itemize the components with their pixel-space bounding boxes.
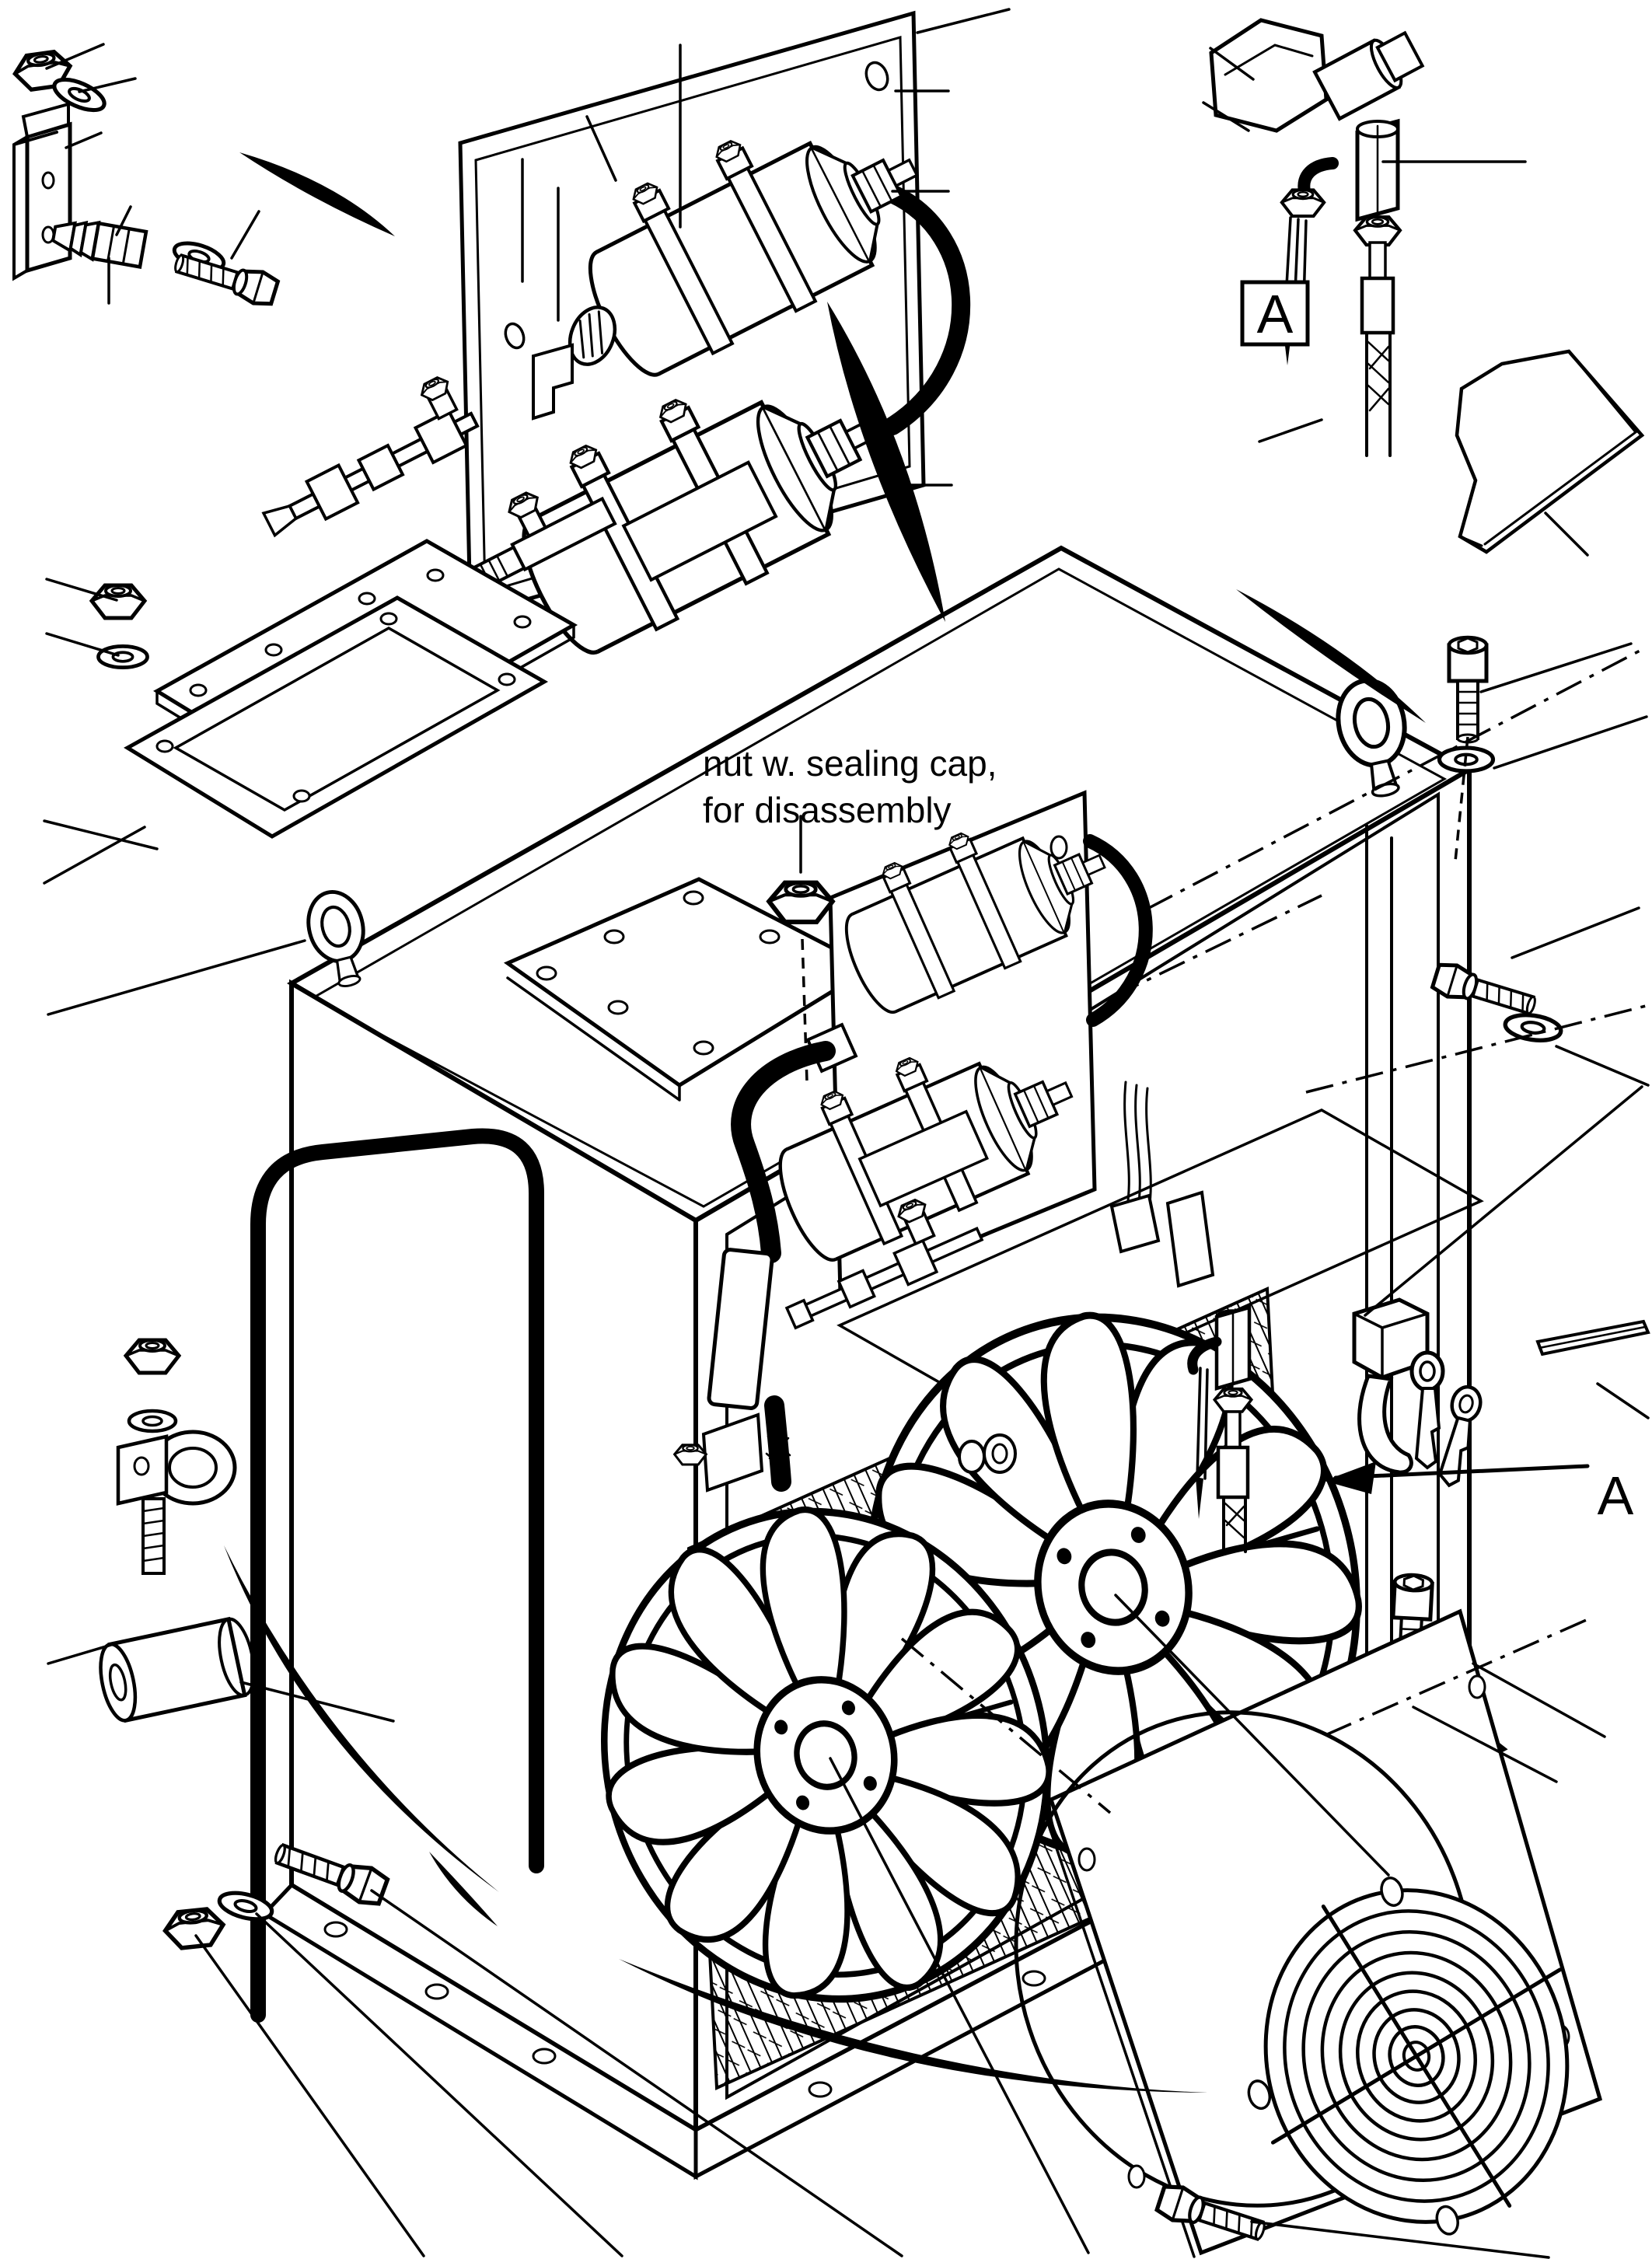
temperature-sensor-installed (1187, 1305, 1253, 1553)
hose-clamp (116, 1430, 237, 1506)
inner-piping (784, 1196, 984, 1330)
spacer-sleeve (99, 1616, 256, 1723)
lock-nut-base (163, 1908, 225, 1950)
rubber-strip (1535, 1319, 1650, 1356)
upper-filter-assembly (261, 10, 971, 669)
threaded-stud (141, 1497, 166, 1575)
suction-hose-loop (250, 1128, 544, 2023)
lock-handle (1352, 1297, 1430, 1475)
detail-label: A (1257, 284, 1294, 344)
detail-a-box: A (1240, 280, 1310, 347)
arrowhead-icon (1324, 1461, 1376, 1494)
sheet-panel (1455, 349, 1645, 554)
pipe-clip (532, 343, 574, 421)
sight-glass (568, 306, 617, 366)
hex-bolt-drain (172, 247, 280, 309)
detail-label-frame (1240, 280, 1310, 347)
socket-head-screw-top (1440, 637, 1493, 771)
wiring-harness (1109, 1081, 1215, 1288)
detail-a-assembly (1209, 18, 1425, 457)
detail-a-arrow: A (1324, 1461, 1634, 1526)
hose-clamp-grommet (958, 1433, 1017, 1474)
gasket-plate (124, 595, 549, 839)
mounting-bracket (12, 102, 72, 281)
motion-swooshes (224, 152, 1426, 2093)
arrow-label: A (1598, 1465, 1634, 1526)
fan-guard-grille (1247, 1877, 1570, 2236)
lock-nut-cover (92, 585, 145, 618)
washer-clamp (129, 1411, 176, 1431)
axis-lines (801, 645, 1652, 1814)
fan-bracket (673, 1412, 764, 1493)
drain-valve (51, 220, 148, 269)
upper-piping (261, 372, 480, 538)
note-annotation: nut w. sealing cap, for disassembly (703, 743, 997, 830)
keys (1409, 1350, 1483, 1488)
inner-filter-assembly (754, 785, 1153, 1474)
sealing-cap-nut (769, 883, 833, 922)
note-line-1: nut w. sealing cap, (703, 743, 997, 784)
washer-cover (99, 646, 148, 667)
note-line-2: for disassembly (703, 790, 952, 830)
lock-nut-clamp (126, 1340, 179, 1373)
pressure-hose (707, 1022, 858, 1492)
